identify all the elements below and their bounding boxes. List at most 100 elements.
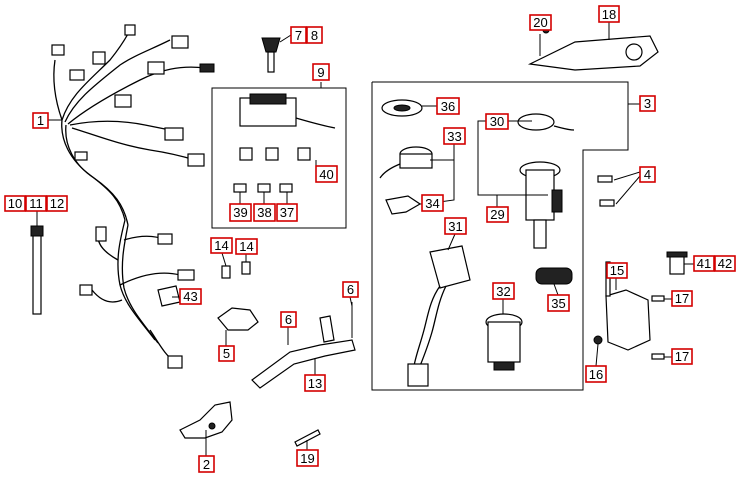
callout-14a: 14 [210,237,233,254]
svg-text:10: 10 [8,196,22,211]
screws-14 [221,261,251,279]
grommet-35 [535,267,573,285]
svg-text:14: 14 [239,239,253,254]
callout-19: 19 [296,449,319,467]
callout-18: 18 [598,5,620,23]
svg-text:30: 30 [490,114,504,129]
svg-text:38: 38 [257,205,271,220]
bolts-4 [597,171,641,207]
cable-tie [30,225,44,315]
callout-36: 36 [436,97,460,115]
svg-text:40: 40 [319,167,333,182]
svg-text:4: 4 [644,167,651,182]
svg-text:36: 36 [441,99,455,114]
callout-15: 15 [606,262,628,279]
callout-34: 34 [421,194,444,212]
callout-29: 29 [486,206,509,223]
svg-text:15: 15 [610,263,624,278]
screw-17b [651,353,665,360]
svg-text:29: 29 [490,207,504,222]
callout-17a: 17 [671,290,693,307]
cap-30 [517,113,575,131]
svg-text:32: 32 [496,284,510,299]
callout-14b: 14 [235,238,258,255]
svg-text:3: 3 [644,96,651,111]
callout-10: 10 [4,195,26,212]
key [261,37,281,73]
callout-31: 31 [444,217,467,235]
washer-36 [381,99,423,117]
wiring-harness [51,24,215,369]
callout-16: 16 [585,365,607,383]
callout-1: 1 [32,112,49,129]
svg-text:6: 6 [285,312,292,327]
callout-5: 5 [218,345,235,362]
callout-41: 41 [693,255,715,272]
control-unit-15 [605,261,651,351]
svg-text:5: 5 [223,346,230,361]
group-frame-9 [211,87,347,229]
callout-40: 40 [315,165,338,183]
svg-text:31: 31 [448,219,462,234]
callout-9: 9 [312,63,330,81]
svg-text:18: 18 [602,7,616,22]
svg-text:16: 16 [589,367,603,382]
svg-text:9: 9 [317,65,324,80]
callout-7: 7 [290,26,307,44]
sensor-5 [217,307,259,331]
callout-42: 42 [714,255,736,272]
callout-35: 35 [547,294,570,312]
svg-text:33: 33 [447,129,461,144]
callout-11: 11 [25,195,47,212]
power-socket-32 [485,313,523,371]
callout-17b: 17 [671,348,693,365]
handlebar-switch [233,93,336,193]
svg-text:17: 17 [675,349,689,364]
bracket-plate-18 [527,26,659,71]
svg-text:19: 19 [300,451,314,466]
fuse-41 [666,251,688,275]
screw-17a [651,295,665,302]
svg-text:6: 6 [347,282,354,297]
svg-text:17: 17 [675,291,689,306]
bracket-2 [179,401,233,439]
callout-20: 20 [529,14,552,31]
svg-text:12: 12 [50,196,64,211]
svg-text:8: 8 [311,28,318,43]
svg-text:14: 14 [214,238,228,253]
callout-6b: 6 [342,281,359,298]
svg-text:37: 37 [280,205,294,220]
callout-30: 30 [485,113,509,130]
socket-31 [407,245,471,387]
mounting-plate-13 [251,302,356,389]
leader-lines [36,21,694,456]
callout-33: 33 [443,127,466,145]
nut-16 [593,335,603,345]
svg-text:2: 2 [203,457,210,472]
clip-34 [385,195,422,215]
svg-text:20: 20 [533,15,547,30]
clip-43 [157,285,181,307]
callout-13: 13 [304,374,326,392]
callout-6a: 6 [280,311,297,328]
svg-text:7: 7 [295,28,302,43]
svg-text:41: 41 [697,256,711,271]
svg-text:11: 11 [29,196,43,211]
svg-text:1: 1 [37,113,44,128]
callout-38: 38 [253,203,276,222]
ignition-switch-29 [519,161,563,249]
svg-text:42: 42 [718,256,732,271]
callout-12: 12 [46,195,68,212]
svg-text:13: 13 [308,376,322,391]
callout-2: 2 [198,455,215,473]
pin-19 [294,429,321,447]
callout-39: 39 [229,203,252,222]
callout-37: 37 [276,203,298,222]
svg-text:43: 43 [183,289,197,304]
svg-text:35: 35 [551,296,565,311]
callout-4: 4 [639,166,656,183]
callout-8: 8 [306,26,323,44]
svg-text:34: 34 [425,196,439,211]
